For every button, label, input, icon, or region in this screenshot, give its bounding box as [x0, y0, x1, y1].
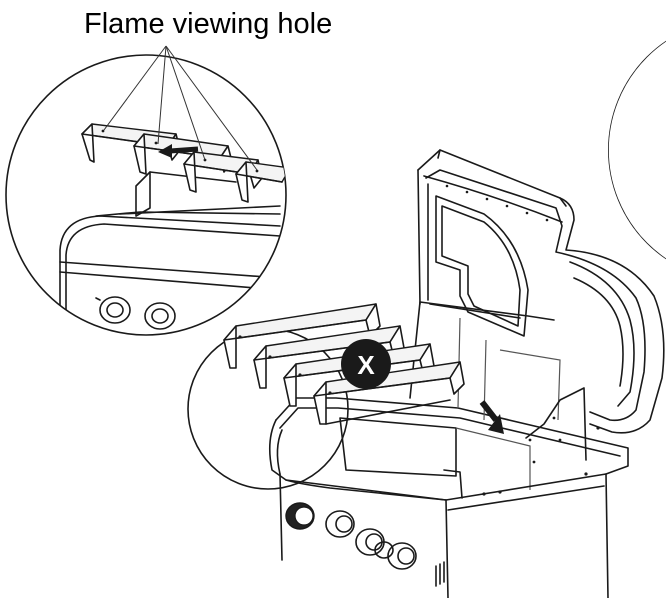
- arrow-down-right-icon: [479, 400, 504, 434]
- flame-viewing-hole-label: Flame viewing hole: [84, 8, 333, 40]
- arrow-left-icon: [158, 144, 199, 158]
- control-knobs: [285, 502, 445, 587]
- svg-text:X: X: [357, 350, 375, 380]
- zoom-detail-flame-hole: [5, 45, 287, 336]
- zoom-plate-4: [235, 161, 286, 203]
- incorrect-marker: X: [341, 339, 391, 389]
- callout-leader-lines: [103, 45, 258, 171]
- plate-2: [253, 325, 405, 389]
- zoom-detail-incorrect: X: [187, 303, 465, 490]
- zoom-circle-top: [5, 54, 287, 336]
- grill-body: [268, 149, 665, 598]
- plate-4: [313, 361, 465, 425]
- zoom-circle-right: [608, 18, 666, 282]
